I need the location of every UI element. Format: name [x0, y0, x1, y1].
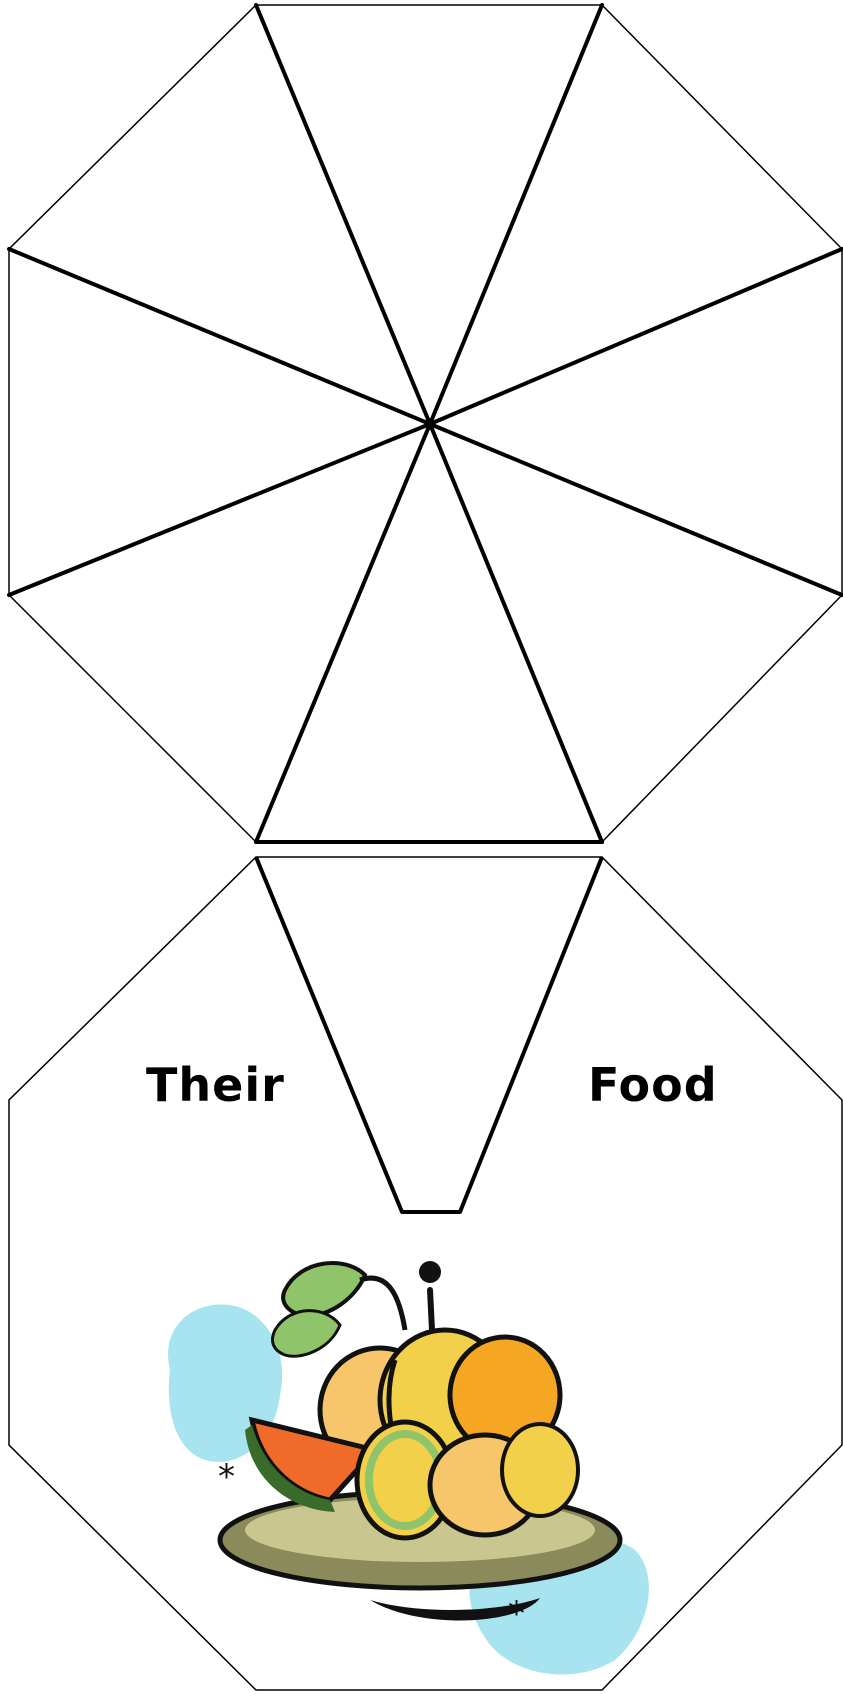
berry — [419, 1261, 441, 1283]
their-label: Their — [146, 1062, 285, 1108]
banana-right — [502, 1424, 578, 1516]
food-label: Food — [588, 1062, 718, 1108]
sparkle-right: * — [508, 1594, 525, 1634]
sparkle-left: * — [218, 1457, 235, 1497]
